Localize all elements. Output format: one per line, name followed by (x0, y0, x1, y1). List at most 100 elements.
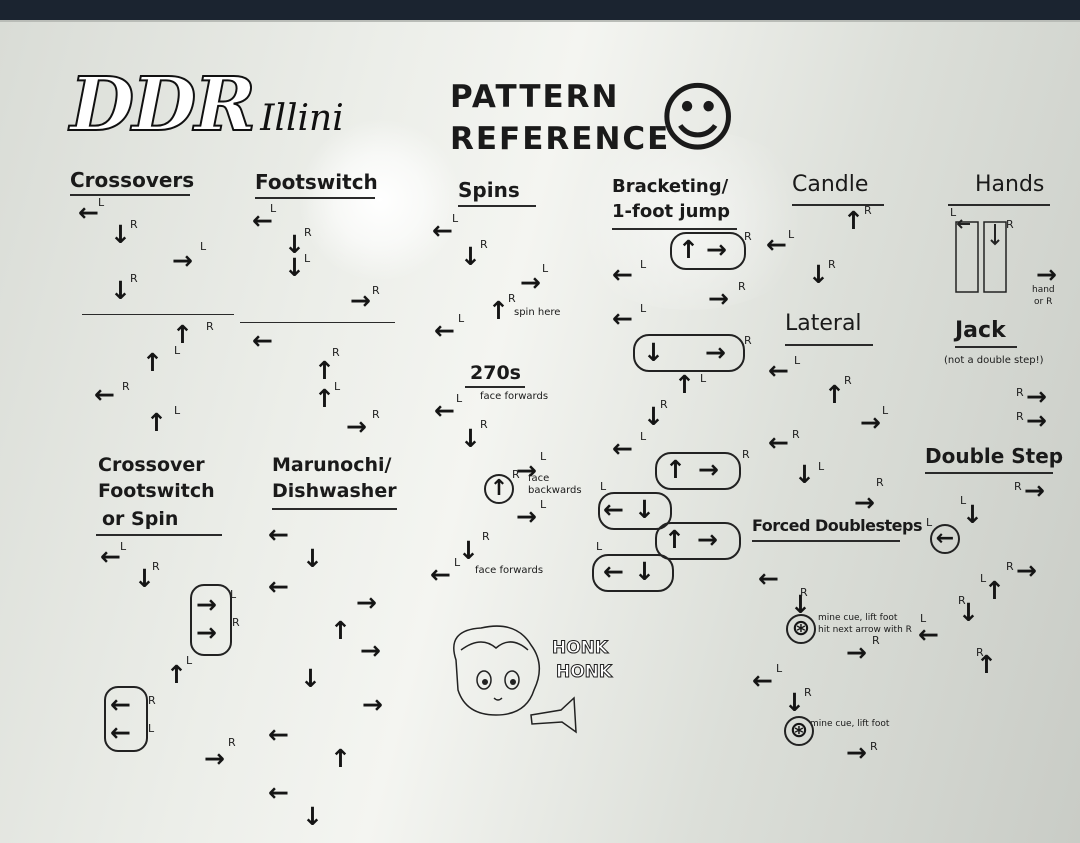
arrow-right-icon: → (356, 588, 377, 617)
circled-arrow-left-icon: ← (930, 524, 960, 554)
heading-double-step: Double Step (925, 444, 1064, 468)
bracket-group (598, 492, 672, 530)
arrow-left-icon: ← (110, 690, 131, 719)
underline (612, 228, 737, 230)
arrow-down-icon: ↓ (110, 220, 131, 249)
arrow-left-icon: ← (432, 216, 453, 245)
arrow-left-icon: ← (252, 206, 273, 235)
arrow-down-icon: ↓ (634, 557, 655, 586)
left-foot-label: L (640, 302, 647, 315)
left-foot-label: L (456, 392, 463, 405)
arrow-down-icon: ↓ (134, 564, 155, 593)
arrow-down-icon: ↓ (784, 688, 805, 717)
logo-ddr: DDR (69, 61, 257, 149)
arrow-right-icon: → (705, 338, 726, 367)
logo-illini: Illini (260, 98, 344, 139)
arrow-left-icon: ← (268, 720, 289, 749)
right-foot-label: R (864, 204, 872, 217)
underline (255, 197, 375, 199)
arrow-left-icon: ← (603, 557, 624, 586)
arrow-down-icon: ↓ (962, 500, 983, 529)
arrow-left-icon: ← (612, 434, 633, 463)
left-foot-label: L (270, 202, 277, 215)
arrow-right-icon: → (1016, 556, 1037, 585)
arrow-down-icon: ↓ (790, 590, 811, 619)
left-foot-label: L (540, 498, 547, 511)
underline (458, 205, 536, 207)
arrow-right-icon: → (360, 636, 381, 665)
arrow-down-icon: ↓ (460, 424, 481, 453)
right-foot-label: R (1016, 386, 1024, 399)
right-foot-label: R (1016, 410, 1024, 423)
right-foot-label: R (122, 380, 130, 393)
arrow-right-icon: → (846, 638, 867, 667)
arrow-up-icon: ↑ (172, 320, 193, 349)
right-foot-label: R (148, 694, 156, 707)
bracket-group (655, 522, 741, 560)
honk-text-1: HONK (551, 638, 609, 658)
arrow-left-icon: ← (612, 304, 633, 333)
heading-crossover-footswitch-3: or Spin (102, 508, 179, 530)
arrow-down-icon: ↓ (284, 253, 305, 282)
arrow-right-icon: → (346, 412, 367, 441)
underline (752, 540, 900, 542)
arrow-left-icon: ← (603, 495, 624, 524)
right-foot-label: R (1006, 218, 1014, 231)
underline (955, 346, 1017, 348)
right-foot-label: R (876, 476, 884, 489)
arrow-right-icon: → (698, 455, 719, 484)
whiteboard (0, 22, 1080, 843)
arrow-down-icon: ↓ (958, 598, 979, 627)
arrow-up-icon: ↑ (330, 616, 351, 645)
heading-bracketing-2: 1-foot jump (612, 201, 731, 222)
arrow-down-icon: ↓ (643, 402, 664, 431)
arrow-down-icon: ↓ (302, 802, 323, 831)
underline (272, 508, 397, 510)
heading-spins: Spins (458, 178, 520, 202)
underline (792, 204, 884, 206)
left-foot-label: L (98, 196, 105, 209)
note-mine-2: mine cue, lift foot (810, 719, 890, 729)
heading-crossover-footswitch-1: Crossover (98, 454, 205, 476)
note-spin-here: spin here (514, 307, 561, 318)
arrow-right-icon: → (860, 408, 881, 437)
arrow-right-icon: → (362, 690, 383, 719)
note-face-backwards-1: face (528, 473, 550, 484)
divider (240, 322, 395, 323)
arrow-left-icon: ← (766, 230, 787, 259)
arrow-up-icon: ↑ (314, 356, 335, 385)
arrow-up-icon: ↑ (665, 455, 686, 484)
arrow-down-icon: ↓ (808, 260, 829, 289)
hands-diagram-icon (955, 219, 1007, 293)
arrow-right-icon: → (516, 456, 537, 485)
arrow-right-icon: → (516, 502, 537, 531)
left-foot-label: L (454, 556, 461, 569)
left-foot-label: L (334, 380, 341, 393)
right-foot-label: R (804, 686, 812, 699)
heading-marunochi-2: Dishwasher (272, 480, 397, 502)
heading-bracketing: Bracketing/ (612, 176, 729, 197)
arrow-right-icon: → (196, 618, 217, 647)
page-title-line2: REFERENCE (450, 121, 671, 157)
right-foot-label: R (480, 238, 488, 251)
underline (785, 344, 873, 346)
right-foot-label: R (872, 634, 880, 647)
right-foot-label: R (152, 560, 160, 573)
arrow-left-icon: ← (752, 666, 773, 695)
arrow-left-icon: ← (612, 260, 633, 289)
left-foot-label: L (818, 460, 825, 473)
bracket-group (190, 584, 232, 656)
arrow-right-icon: → (172, 246, 193, 275)
underline (70, 194, 190, 196)
mine-icon: ⊛ (784, 716, 814, 746)
arrow-left-icon: ← (434, 396, 455, 425)
left-foot-label: L (980, 572, 987, 585)
underline (96, 534, 222, 536)
arrow-right-icon: → (204, 744, 225, 773)
arrow-down-icon: ↓ (300, 664, 321, 693)
arrow-up-icon: ↑ (166, 660, 187, 689)
right-foot-label: R (744, 334, 752, 347)
left-foot-label: L (174, 404, 181, 417)
arrow-left-icon: ← (100, 542, 121, 571)
heading-lateral: Lateral (785, 311, 862, 336)
